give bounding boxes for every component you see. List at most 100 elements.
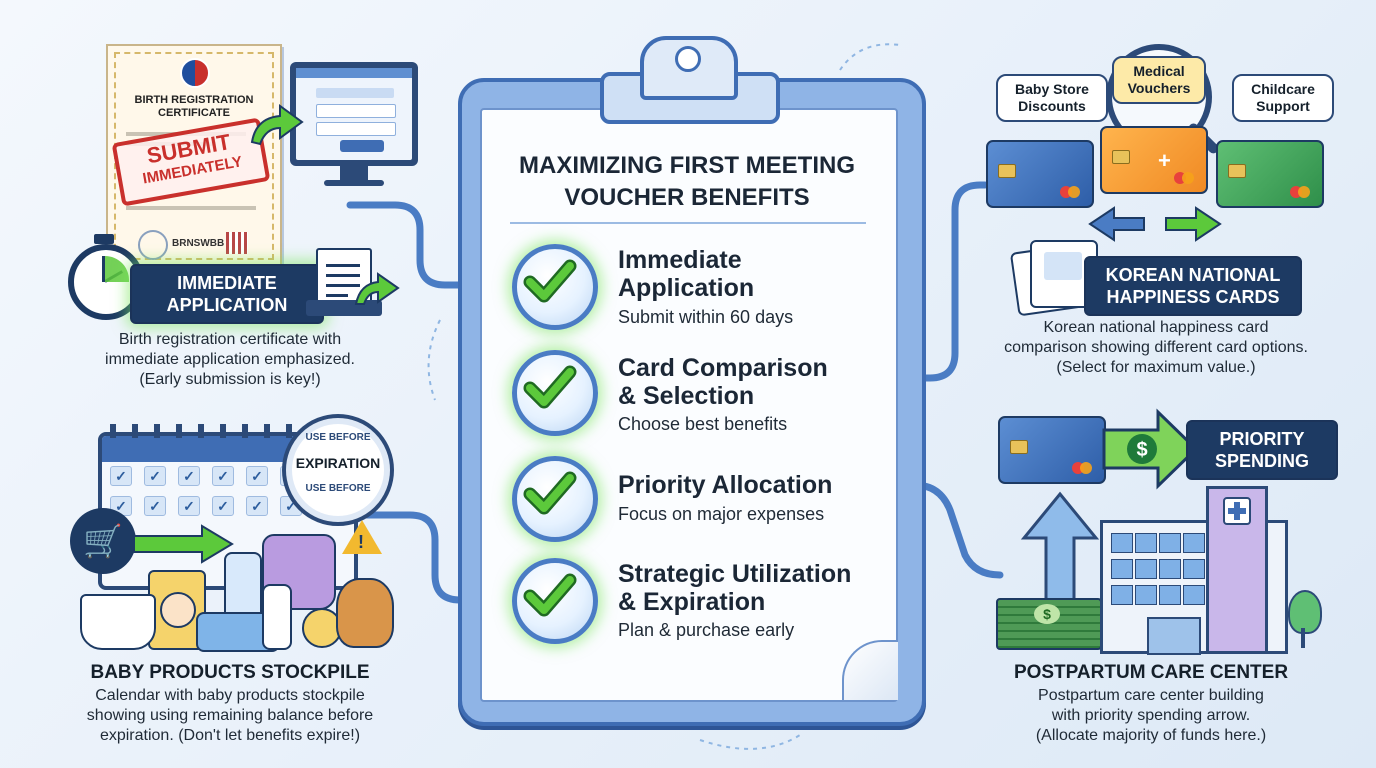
caption-line-3: (Select for maximum value.) (1056, 359, 1256, 376)
item-title-2: & Expiration (618, 588, 766, 616)
chip-line-1: KOREAN NATIONAL (1105, 265, 1281, 285)
caption-line-3: expiration. (Don't let benefits expire!) (99, 727, 361, 744)
bottom-right-title: POSTPARTUM CARE CENTER (1013, 662, 1289, 683)
building-window (1159, 533, 1181, 553)
caption-line-3: (Allocate majority of funds here.) (1035, 727, 1267, 744)
cert-title-2: CERTIFICATE (158, 107, 230, 119)
bubble-line-2: Support (1256, 98, 1310, 114)
calendar-check-icon: ✓ (246, 466, 268, 486)
building-window (1159, 559, 1181, 579)
item-title-2: Application (618, 274, 755, 302)
calendar-check-icon: ✓ (178, 496, 200, 516)
building-window (1183, 533, 1205, 553)
calendar-check-icon: ✓ (246, 496, 268, 516)
chip-line-1: IMMEDIATE (177, 273, 277, 293)
bubble-line-1: Baby Store (1015, 81, 1089, 97)
caption-line-1: Korean national happiness card (1043, 319, 1269, 336)
green-card-icon (1216, 140, 1324, 208)
connector-bottom-left (346, 511, 514, 604)
seal-icon (138, 230, 168, 260)
chip-line-2: HAPPINESS CARDS (1106, 287, 1280, 307)
qr-code-icon (226, 232, 248, 254)
calendar-check-icon: ✓ (144, 496, 166, 516)
immediate-application-chip: IMMEDIATE APPLICATION (130, 264, 324, 324)
bottom-right-caption: Postpartum care center building with pri… (976, 686, 1326, 746)
chip-line-2: SPENDING (1214, 451, 1310, 471)
check-icon (512, 350, 598, 436)
calendar-check-icon: ✓ (178, 466, 200, 486)
orange-card-icon: + (1100, 126, 1208, 194)
building-window (1111, 533, 1133, 553)
cart-icon: 🛒 (70, 508, 136, 574)
payment-card-icon (998, 416, 1106, 484)
check-icon (512, 244, 598, 330)
bottom-left-title: BABY PRODUCTS STOCKPILE (90, 662, 370, 683)
calendar-grid: ✓✓✓✓✓✓✓✓✓✓✓✓✓✓ (110, 466, 340, 526)
checklist-item-immediate-application: Immediate Application Submit within 60 d… (512, 244, 892, 334)
caption-line-2: with priority spending arrow. (1051, 707, 1251, 724)
pacifier-icon (302, 608, 342, 648)
calendar-check-icon: ✓ (212, 496, 234, 516)
checklist-item-strategic-utilization: Strategic Utilization & Expiration Plan … (512, 558, 892, 648)
blue-card-icon (986, 140, 1094, 208)
calendar-check-icon: ✓ (212, 466, 234, 486)
medical-cross-icon (1223, 497, 1251, 525)
item-subtitle: Focus on major expenses (618, 504, 825, 524)
green-arrow-icon (250, 104, 304, 146)
calendar-check-icon: ✓ (110, 466, 132, 486)
bubble-line-1: Childcare (1251, 81, 1315, 97)
korean-happiness-cards-chip: KOREAN NATIONAL HAPPINESS CARDS (1084, 256, 1302, 316)
check-icon (512, 456, 598, 542)
medical-vouchers-bubble: Medical Vouchers (1112, 56, 1206, 104)
item-title: Immediate (618, 246, 742, 274)
chip-line-1: PRIORITY (1219, 429, 1305, 449)
childcare-support-bubble: Childcare Support (1232, 74, 1334, 122)
baby-bottle-icon (262, 584, 292, 650)
dollar-arrow-icon: $ (1102, 408, 1199, 490)
up-arrow-icon (1020, 491, 1100, 608)
bubble-line-2: Discounts (1018, 98, 1086, 114)
caption-line-3: (Early submission is key!) (139, 371, 321, 388)
building-window (1135, 533, 1157, 553)
calendar-rings (110, 424, 350, 438)
title-line-2: VOUCHER BENEFITS (564, 184, 810, 211)
clipboard-title: MAXIMIZING FIRST MEETING VOUCHER BENEFIT… (480, 150, 894, 214)
stamp-mid-text: EXPIRATION (295, 455, 381, 471)
building-window (1135, 559, 1157, 579)
building-window (1183, 559, 1205, 579)
double-arrow-icon (1088, 206, 1222, 242)
svg-text:$: $ (1136, 439, 1147, 461)
building-window (1183, 585, 1205, 605)
top-right-caption: Korean national happiness card compariso… (956, 318, 1356, 378)
caption-line-1: Birth registration certificate with (118, 331, 342, 348)
top-left-caption: Birth registration certificate with imme… (60, 330, 400, 390)
bubble-line-2: Vouchers (1127, 80, 1191, 96)
caption-line-2: comparison showing different card option… (1004, 339, 1308, 356)
bottom-left-caption: Calendar with baby products stockpile sh… (50, 686, 410, 746)
checklist-item-card-comparison: Card Comparison & Selection Choose best … (512, 350, 892, 440)
caption-line-2: immediate application emphasized. (105, 351, 355, 368)
item-subtitle: Choose best benefits (618, 414, 788, 434)
warning-icon (342, 520, 382, 554)
calendar-check-icon: ✓ (144, 466, 166, 486)
item-subtitle: Submit within 60 days (618, 307, 794, 327)
stamp-bottom-text: USE BEFORE (305, 483, 371, 494)
caption-line-1: Calendar with baby products stockpile (95, 687, 365, 704)
cert-code: BRNSWBB (172, 238, 225, 249)
cert-title-1: BIRTH REGISTRATION (134, 94, 254, 106)
bubble-line-1: Medical (1133, 63, 1185, 79)
paper-curl (842, 640, 898, 700)
priority-spending-chip: PRIORITY SPENDING (1186, 420, 1338, 480)
caption-line-1: Postpartum care center building (1038, 687, 1264, 704)
building-window (1159, 585, 1181, 605)
connector-top-right (856, 181, 989, 382)
expiration-stamp: USE BEFORE EXPIRATION USE BEFORE (282, 414, 394, 526)
cart-arrow-icon (133, 524, 234, 564)
checklist-item-priority-allocation: Priority Allocation Focus on major expen… (512, 456, 892, 542)
teddy-bear-icon (336, 578, 394, 648)
baby-store-discounts-bubble: Baby Store Discounts (996, 74, 1108, 122)
item-title-2: & Selection (618, 382, 755, 410)
tree-icon (1288, 590, 1322, 634)
send-arrow-icon (354, 272, 400, 305)
money-stack-icon: $ (996, 598, 1102, 650)
